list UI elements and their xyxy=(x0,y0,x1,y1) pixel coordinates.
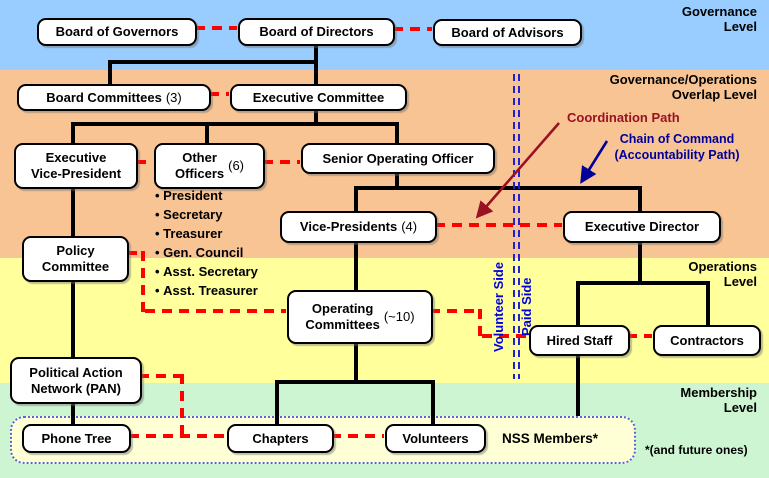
connector-line xyxy=(108,60,112,86)
connector-line xyxy=(395,168,399,190)
node-count: (4) xyxy=(401,219,418,235)
connector-line xyxy=(354,186,358,214)
connector-line xyxy=(275,380,279,426)
node-label: Operating Committees xyxy=(305,301,380,332)
node-executive-vice-president: Executive Vice-President xyxy=(14,143,138,189)
side-divider-line xyxy=(518,74,520,379)
node-label: Chapters xyxy=(252,430,309,446)
coordination-dash xyxy=(482,334,529,338)
node-chapters: Chapters xyxy=(227,424,334,453)
connector-line xyxy=(275,380,435,384)
connector-line xyxy=(354,238,358,293)
node-executive-director: Executive Director xyxy=(563,211,721,243)
node-hired-staff: Hired Staff xyxy=(529,325,630,356)
coordination-dash xyxy=(209,92,229,96)
node-label: Board Committees xyxy=(46,89,162,105)
coordination-dash xyxy=(145,309,286,313)
governance-level-label: Governance Level xyxy=(681,4,757,35)
node-label: Political Action Network (PAN) xyxy=(29,364,123,396)
list-item: Asst. Secretary xyxy=(155,262,258,281)
list-item: Treasurer xyxy=(155,224,258,243)
node-board-committees: Board Committees(3) xyxy=(17,84,211,111)
node-phone-tree: Phone Tree xyxy=(22,424,131,453)
list-item: Secretary xyxy=(155,205,258,224)
node-count: (6) xyxy=(228,158,245,174)
connector-line xyxy=(395,122,399,145)
node-label: Board of Directors xyxy=(259,24,374,40)
list-item: President xyxy=(155,186,258,205)
membership-level-label: Membership Level xyxy=(680,385,757,416)
side-divider-line xyxy=(513,74,515,379)
connector-line xyxy=(576,350,580,416)
nss-members-label: NSS Members* xyxy=(502,431,599,446)
connector-line xyxy=(576,281,710,285)
coordination-dash xyxy=(393,27,432,31)
chain-of-command-line xyxy=(354,186,642,190)
node-count: (~10) xyxy=(383,309,415,325)
connector-line xyxy=(431,380,435,428)
volunteer-side-label: Volunteer Side xyxy=(491,261,506,352)
node-label: Senior Operating Officer xyxy=(322,150,474,166)
coordination-dash xyxy=(136,160,153,164)
node-label: Board of Advisors xyxy=(451,24,564,40)
operations-level-label: Operations Level xyxy=(688,259,757,290)
node-label: Policy Committee xyxy=(41,243,110,274)
node-label: Phone Tree xyxy=(41,430,112,446)
coordination-dash xyxy=(263,160,300,164)
connector-line xyxy=(576,281,580,327)
coordination-dash xyxy=(478,309,482,338)
list-item: Asst. Treasurer xyxy=(155,281,258,300)
coordination-dash xyxy=(435,223,562,227)
coordination-dash xyxy=(627,334,652,338)
node-label: Executive Vice-President xyxy=(30,150,122,181)
connector-line xyxy=(71,182,75,427)
node-count: (3) xyxy=(165,89,182,105)
node-label: Vice-Presidents xyxy=(299,219,398,235)
node-senior-operating-officer: Senior Operating Officer xyxy=(301,143,495,174)
node-board-of-governors: Board of Governors xyxy=(37,18,197,46)
node-label: Volunteers xyxy=(402,430,469,446)
coordination-dash xyxy=(430,309,482,313)
coordination-dash xyxy=(139,374,184,378)
paid-side-label: Paid Side xyxy=(519,277,534,336)
connector-line xyxy=(638,186,642,214)
node-board-of-directors: Board of Directors xyxy=(238,18,395,46)
connector-line xyxy=(354,338,358,384)
node-contractors: Contractors xyxy=(653,325,761,356)
chain-of-command-legend: Chain of Command (Accountability Path) xyxy=(614,132,740,162)
node-political-action-network: Political Action Network (PAN) xyxy=(10,357,142,404)
connector-line xyxy=(314,107,318,126)
node-operating-committees: Operating Committees(~10) xyxy=(287,290,433,344)
node-board-of-advisors: Board of Advisors xyxy=(433,19,582,46)
coordination-path-legend: Coordination Path xyxy=(567,110,680,125)
connector-line xyxy=(706,281,710,327)
coordination-dash xyxy=(331,434,384,438)
coordination-dash xyxy=(129,434,226,438)
node-label: Hired Staff xyxy=(546,332,613,348)
connector-line xyxy=(71,122,75,146)
node-label: Executive Committee xyxy=(252,89,385,105)
coordination-dash xyxy=(127,251,145,255)
overlap-level-label: Governance/Operations Overlap Level xyxy=(609,72,757,103)
node-executive-committee: Executive Committee xyxy=(230,84,407,111)
node-label: Contractors xyxy=(670,332,744,348)
node-label: Board of Governors xyxy=(55,24,179,40)
connector-line xyxy=(638,236,642,285)
coordination-dash xyxy=(141,251,145,313)
connector-line xyxy=(110,60,318,64)
coordination-dash xyxy=(195,26,237,30)
node-policy-committee: Policy Committee xyxy=(22,236,129,282)
node-label: Other Officers xyxy=(174,150,225,181)
connector-line xyxy=(314,42,318,86)
node-volunteers: Volunteers xyxy=(385,424,486,453)
list-item: Gen. Council xyxy=(155,243,258,262)
footnote: *(and future ones) xyxy=(645,443,748,457)
node-label: Executive Director xyxy=(584,219,700,235)
connector-line xyxy=(205,122,209,146)
connector-line xyxy=(71,122,399,126)
node-other-officers: Other Officers(6) xyxy=(154,143,265,189)
node-vice-presidents: Vice-Presidents(4) xyxy=(280,211,437,243)
coordination-dash xyxy=(180,374,184,438)
other-officers-list: President Secretary Treasurer Gen. Counc… xyxy=(155,186,258,300)
